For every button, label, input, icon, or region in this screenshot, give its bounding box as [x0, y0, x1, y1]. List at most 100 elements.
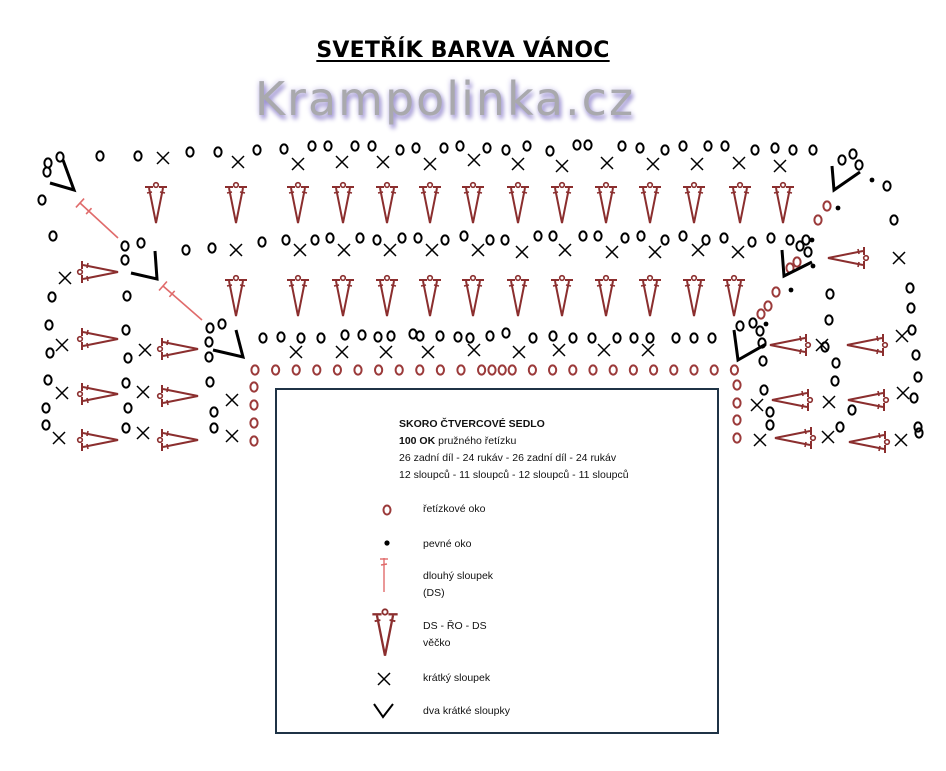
- single-crochet: [229, 243, 243, 257]
- black-chain-stitch: [678, 140, 688, 152]
- black-chain-stitch: [44, 319, 54, 331]
- black-chain-stitch: [501, 327, 511, 339]
- black-chain-stitch: [455, 140, 465, 152]
- single-crochet: [732, 156, 746, 170]
- black-chain-stitch: [848, 148, 858, 160]
- single-crochet: [136, 385, 150, 399]
- v-stitch: [551, 181, 573, 224]
- black-chain-stitch: [636, 230, 646, 242]
- black-chain-stitch: [386, 330, 396, 342]
- single-crochet: [55, 338, 69, 352]
- v-stitch: [846, 334, 889, 356]
- two-single-crochet: [830, 165, 861, 193]
- black-chain-stitch: [914, 427, 924, 439]
- watermark: Krampolinka.cz: [254, 72, 636, 126]
- single-crochet: [896, 386, 910, 400]
- single-crochet: [138, 343, 152, 357]
- single-crochet: [892, 251, 906, 265]
- two-single-crochet-icon: [373, 703, 394, 719]
- single-crochet: [515, 245, 529, 259]
- single-crochet: [597, 343, 611, 357]
- single-crochet: [691, 243, 705, 257]
- v-stitch: [847, 389, 890, 411]
- black-chain-stitch: [307, 140, 317, 152]
- single-crochet: [337, 243, 351, 257]
- chain-stitch: [291, 364, 301, 376]
- chain-stitch: [353, 364, 363, 376]
- black-chain-stitch: [281, 234, 291, 246]
- black-chain-stitch: [485, 330, 495, 342]
- slip-stitch: [810, 263, 816, 269]
- single-crochet: [773, 159, 787, 173]
- black-chain-stitch: [758, 355, 768, 367]
- v-stitch-icon: [372, 608, 398, 656]
- black-chain-stitch: [323, 140, 333, 152]
- double-crochet: [75, 198, 119, 239]
- single-crochet: [641, 343, 655, 357]
- black-chain-stitch: [770, 142, 780, 154]
- legend-header: SKORO ČTVERCOVÉ SEDLO 100 OK pružného ře…: [399, 416, 629, 484]
- black-chain-stitch: [413, 232, 423, 244]
- single-crochet: [423, 157, 437, 171]
- black-chain-stitch: [485, 234, 495, 246]
- single-crochet: [136, 426, 150, 440]
- black-chain-stitch: [501, 144, 511, 156]
- single-crochet: [467, 343, 481, 357]
- v-stitch: [287, 181, 309, 224]
- single-crochet: [293, 243, 307, 257]
- chain-stitch: [374, 364, 384, 376]
- black-chain-stitch: [276, 331, 286, 343]
- black-chain-stitch: [808, 144, 818, 156]
- single-crochet: [55, 386, 69, 400]
- black-chain-stitch: [747, 236, 757, 248]
- black-chain-stitch: [911, 349, 921, 361]
- chain-stitch: [568, 364, 578, 376]
- chain-stitch: [756, 308, 766, 320]
- black-chain-stitch: [325, 232, 335, 244]
- black-chain-stitch: [528, 332, 538, 344]
- chain-stitch: [249, 435, 259, 447]
- black-chain-stitch: [205, 376, 215, 388]
- chain-stitch: [415, 364, 425, 376]
- v-stitch: [76, 261, 119, 283]
- black-chain-stitch: [120, 254, 130, 266]
- black-chain-stitch: [209, 406, 219, 418]
- chain-stitch: [548, 364, 558, 376]
- black-chain-stitch: [372, 234, 382, 246]
- black-chain-stitch: [453, 331, 463, 343]
- black-chain-stitch: [133, 150, 143, 162]
- legend-box: SKORO ČTVERCOVÉ SEDLO 100 OK pružného ře…: [275, 388, 719, 734]
- black-chain-stitch: [316, 332, 326, 344]
- black-chain-stitch: [671, 332, 681, 344]
- black-chain-stitch: [41, 419, 51, 431]
- black-chain-stitch: [482, 142, 492, 154]
- chain-stitch: [497, 364, 507, 376]
- black-chain-stitch: [95, 150, 105, 162]
- chain-stitch: [249, 381, 259, 393]
- single-crochet: [52, 431, 66, 445]
- black-chain-stitch: [689, 332, 699, 344]
- chain-stitch: [456, 364, 466, 376]
- v-stitch: [156, 385, 199, 407]
- chain-stitch: [271, 364, 281, 376]
- v-stitch: [225, 274, 247, 317]
- black-chain-stitch: [47, 291, 57, 303]
- black-chain-stitch: [759, 384, 769, 396]
- black-chain-stitch: [41, 402, 51, 414]
- single-crochet: [335, 345, 349, 359]
- chain-stitch: [628, 364, 639, 376]
- black-chain-stitch: [522, 140, 532, 152]
- v-stitch: [462, 274, 484, 317]
- v-stitch: [683, 274, 705, 317]
- chart-title: SVETŘÍK BARVA VÁNOC: [316, 38, 610, 63]
- black-chain-stitch: [801, 234, 811, 246]
- v-stitch: [332, 181, 354, 224]
- single-crochet: [558, 243, 572, 257]
- black-chain-stitch: [411, 142, 421, 154]
- slip-stitch: [835, 205, 841, 211]
- v-stitch: [376, 181, 398, 224]
- chain-stitch: [771, 286, 781, 298]
- black-chain-stitch: [205, 322, 215, 334]
- v-stitch: [723, 274, 745, 317]
